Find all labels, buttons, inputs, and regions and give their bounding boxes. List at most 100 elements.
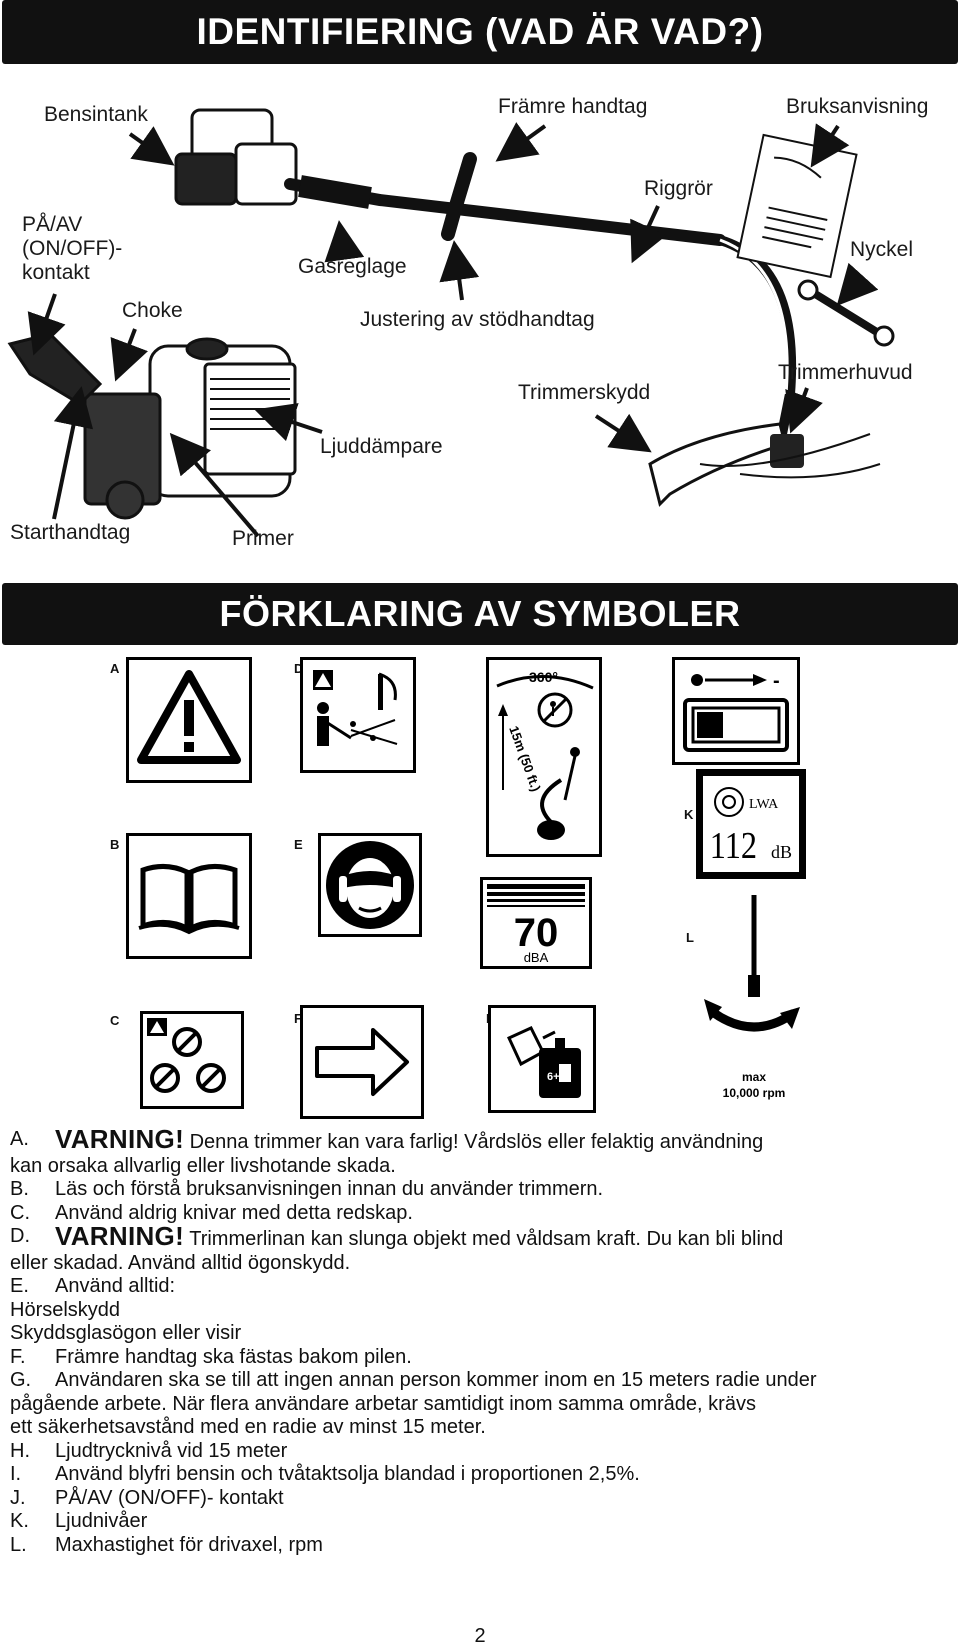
symbols-grid: A B C D E F G H I J K L xyxy=(0,645,960,1125)
symbol-g-safety-radius: 360° 15m (50 ft.) xyxy=(486,657,602,857)
sound-power-icon: LWA 112 dB xyxy=(710,787,792,867)
k-value-text: 112 xyxy=(710,825,757,867)
legend-item-h: H. Ljudtrycknivå vid 15 meter xyxy=(10,1440,950,1464)
legend-item-j: J. PÅ/AV (ON/OFF)- kontakt xyxy=(10,1487,950,1511)
legend-text: Hörselskydd xyxy=(10,1298,121,1321)
svg-text:6+: 6+ xyxy=(547,1071,560,1083)
symbol-j-on-off-switch: - xyxy=(672,657,800,765)
label-framre-handtag: Främre handtag xyxy=(498,95,648,118)
legend-key: L. xyxy=(10,1533,27,1556)
legend-item-a: A. VARNING! Denna trimmer kan vara farli… xyxy=(10,1126,950,1155)
j-minus-text: - xyxy=(773,670,780,692)
symbol-d-thrown-objects xyxy=(300,657,416,773)
legend-item-i: I. Använd blyfri bensin och tvåtaktsolja… xyxy=(10,1463,950,1487)
legend-text: Använd aldrig knivar med detta redskap. xyxy=(55,1201,413,1224)
legend-item-b: B. Läs och förstå bruksanvisningen innan… xyxy=(10,1178,950,1202)
legend-text: PÅ/AV (ON/OFF)- kontakt xyxy=(55,1486,284,1509)
legend-key: I. xyxy=(10,1463,22,1485)
legend-key: J. xyxy=(10,1486,26,1509)
symbol-i-fuel-mix: 6+ xyxy=(488,1005,596,1113)
identification-banner: IDENTIFIERING (VAD ÄR VAD?) xyxy=(2,0,958,64)
symbol-a-warning xyxy=(126,657,252,783)
symbol-letter-i: I xyxy=(486,1011,490,1026)
legend-text: Skyddsglasögon eller visir xyxy=(10,1322,242,1344)
legend-text: kan orsaka allvarlig eller livshotande s… xyxy=(10,1154,396,1177)
legend-text: Denna trimmer kan vara farlig! Vårdslös … xyxy=(184,1131,764,1153)
label-pa-av-line2: (ON/OFF)- xyxy=(22,237,123,260)
label-pa-av-line1: PÅ/AV xyxy=(22,213,83,236)
label-bensintank: Bensintank xyxy=(44,103,148,126)
legend-item-g: G. Användaren ska se till att ingen anna… xyxy=(10,1369,950,1393)
legend-text: Använd blyfri bensin och tvåtaktsolja bl… xyxy=(55,1463,640,1485)
label-choke: Choke xyxy=(122,299,183,322)
page-number: 2 xyxy=(474,1625,486,1647)
g-distance-text: 15m (50 ft.) xyxy=(506,724,544,794)
legend-key: C. xyxy=(10,1201,30,1224)
h-unit-text: dBA xyxy=(524,950,549,965)
trimmer-illustration xyxy=(7,108,895,538)
symbol-letter-k: K xyxy=(684,807,694,822)
legend-key: B. xyxy=(10,1178,29,1200)
symbol-b-manual xyxy=(126,833,252,959)
legend-key: E. xyxy=(10,1275,29,1297)
symbol-k-sound-power: LWA 112 dB xyxy=(696,769,806,879)
symbols-banner: FÖRKLARING AV SYMBOLER xyxy=(2,583,958,645)
k-unit-text: dB xyxy=(771,842,792,862)
k-label-text: LWA xyxy=(749,797,779,812)
l-max-text: max xyxy=(742,1070,766,1084)
sound-pressure-icon: 70 dBA xyxy=(487,884,585,965)
symbol-letter-b: B xyxy=(110,837,120,852)
symbol-letter-d: D xyxy=(294,661,304,676)
symbol-l-max-rpm: max 10,000 rpm xyxy=(696,895,812,1115)
legend-text: ett säkerhetsavstånd med en radie av min… xyxy=(10,1416,486,1438)
on-off-switch-icon: - xyxy=(683,670,789,752)
warning-label: VARNING! xyxy=(55,1221,185,1251)
label-starthandtag: Starthandtag xyxy=(10,521,131,544)
label-ljuddampare: Ljuddämpare xyxy=(320,435,443,458)
label-trimmerskydd: Trimmerskydd xyxy=(518,381,651,404)
symbol-letter-l: L xyxy=(686,930,694,945)
g-angle-text: 360° xyxy=(529,669,558,685)
no-blades-icon xyxy=(147,1018,226,1093)
symbol-h-sound-pressure: 70 dBA xyxy=(480,877,592,969)
symbol-c-no-blades xyxy=(140,1011,244,1109)
legend-key: D. xyxy=(10,1225,30,1247)
legend-text: eller skadad. Använd alltid ögonskydd. xyxy=(10,1251,351,1274)
legend-text: Främre handtag ska fästas bakom pilen. xyxy=(55,1345,412,1368)
thrown-objects-icon xyxy=(313,670,398,746)
h-value-text: 70 xyxy=(514,911,559,955)
right-arrow-icon xyxy=(315,1028,409,1096)
label-gasreglage: Gasreglage xyxy=(298,255,407,278)
warning-label: VARNING! xyxy=(55,1124,185,1154)
symbol-e-protective-gear xyxy=(318,833,422,937)
legend-text: Maxhastighet för drivaxel, rpm xyxy=(55,1533,323,1556)
rotation-icon: max 10,000 rpm xyxy=(704,895,800,1100)
label-trimmerhuvud: Trimmerhuvud xyxy=(778,361,913,384)
label-justering: Justering av stödhandtag xyxy=(360,308,595,331)
safety-radius-icon: 360° 15m (50 ft.) xyxy=(496,669,594,840)
label-bruksanvisning: Bruksanvisning xyxy=(786,95,929,118)
label-riggror: Riggrör xyxy=(644,177,713,200)
legend-text: Trimmerlinan kan slunga objekt med vålds… xyxy=(184,1228,784,1250)
label-nyckel: Nyckel xyxy=(850,238,914,261)
protective-gear-icon xyxy=(326,841,414,929)
legend-key: G. xyxy=(10,1369,32,1391)
label-primer: Primer xyxy=(232,527,294,550)
legend-text: Användaren ska se till att ingen annan p… xyxy=(55,1369,817,1391)
legend-item-f: F. Främre handtag ska fästas bakom pilen… xyxy=(10,1346,950,1370)
legend-item-d: D. VARNING! Trimmerlinan kan slunga obje… xyxy=(10,1223,950,1252)
fuel-mix-icon: 6+ xyxy=(507,1026,581,1098)
open-book-icon xyxy=(138,864,240,935)
legend-text: Läs och förstå bruksanvisningen innan du… xyxy=(55,1178,604,1200)
legend-key: F. xyxy=(10,1345,26,1368)
symbol-letter-f: F xyxy=(294,1011,302,1026)
label-pa-av-line3: kontakt xyxy=(22,261,90,284)
legend-item-e: E. Använd alltid: xyxy=(10,1275,950,1299)
legend-key: H. xyxy=(10,1439,30,1462)
legend-text: Ljudtrycknivå vid 15 meter xyxy=(55,1439,288,1462)
legend-text: Använd alltid: xyxy=(55,1275,176,1297)
legend-text: pågående arbete. När flera användare arb… xyxy=(10,1392,756,1415)
legend-text: Ljudnivåer xyxy=(55,1510,148,1532)
warning-triangle-icon xyxy=(137,670,241,764)
symbol-letter-e: E xyxy=(294,837,303,852)
